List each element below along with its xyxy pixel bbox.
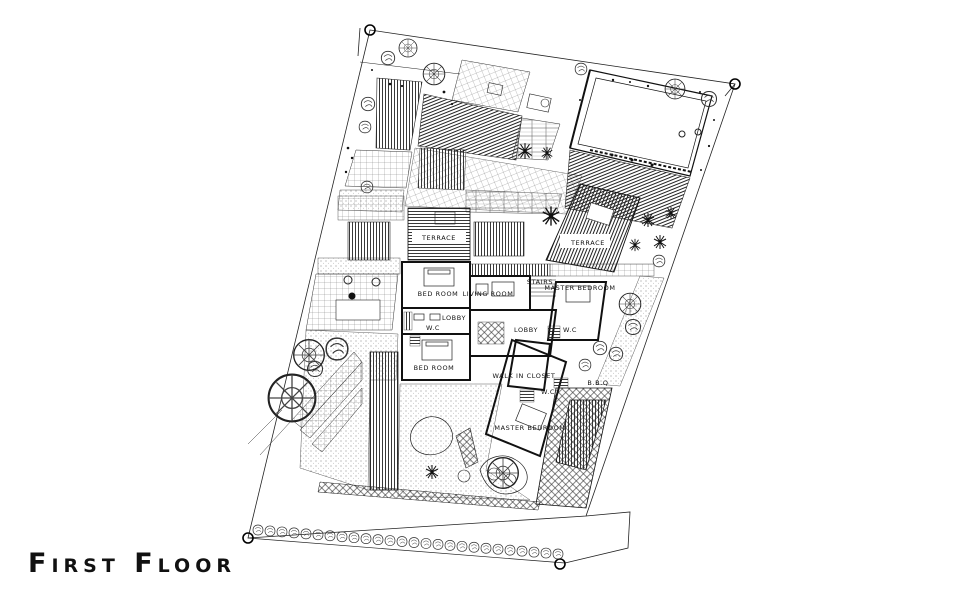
bedroom-lower-label: BED ROOM [414,364,455,372]
south-east-deck [535,387,613,509]
living-room-label: LIVING ROOM [463,290,514,298]
hedge-shrub-icon [528,546,540,558]
wc-closet-label: W.C [541,388,555,396]
site-boundary [247,27,736,564]
survey-marker-icon [554,558,566,570]
hedge-shrub-icon [252,524,264,536]
shrub-icon [360,96,376,112]
shrub-icon [358,120,372,134]
hedge-shrub-icon [444,540,456,551]
stair-landing-paving [469,263,551,277]
hedge-shrub-icon [468,541,480,553]
tree-icon [267,373,317,423]
tree-icon [487,457,519,489]
building-walls [401,261,608,458]
interior-fill [403,311,569,403]
page-title: First Floor [28,548,236,579]
hedge-shrub-icon [432,539,444,550]
terrace-right-label: TERRACE [570,239,605,247]
shrub-icon [578,358,592,372]
swimming-pool [569,69,713,177]
hedge-shrub-icon [360,533,372,544]
tree-icon [293,339,325,371]
lobby-left-label: LOBBY [442,314,466,322]
hedge-shrub-icon [408,537,420,548]
lobby-center-label: LOBBY [514,326,538,334]
wc-master-label: W.C [563,326,577,334]
hedge-shrub-icon [396,536,408,547]
walk-in-closet-label: WALK IN CLOSET [493,372,556,380]
hedge-shrub-icon [264,525,276,537]
hedge-shrub-icon [480,542,492,554]
east-garden-strip [578,275,665,387]
hedge-shrub-icon [336,531,348,543]
tree-icon [422,62,446,86]
bedroom-upper-label: BED ROOM [418,290,459,298]
pool-edge-planting [611,78,715,171]
wc-left-label: W.C [426,324,440,332]
palm-icon [653,234,667,250]
interior-furniture [413,267,591,431]
terrace-left-label: TERRACE [421,234,456,242]
palm-icon [629,238,641,252]
tree-icon [398,38,418,58]
shrub-icon [652,254,666,268]
room-labels: BED ROOM LIVING ROOM LOBBY W.C BED ROOM … [414,278,615,432]
hedge-shrub-icon [492,543,504,555]
hedge-shrub-icon [348,532,360,544]
terrace-right: TERRACE [545,183,641,273]
lower-west-garden [247,329,399,491]
bbq-label: B.B.Q [587,379,608,387]
hedge-shrub-icon [324,530,336,542]
stairs-label: STAIRS [527,278,553,286]
hedge-shrub-icon [516,545,528,557]
terrace-left: TERRACE [317,195,525,275]
stairs [530,275,556,297]
hedge-shrub-icon [372,534,384,545]
hedge-shrub-icon [384,535,396,546]
shrub-icon [380,50,396,66]
hedge-shrub-icon [504,544,516,556]
upper-deck-paving [549,263,655,277]
shrub-icon [592,340,608,356]
hedge-shrub-icon [540,547,552,559]
hedge-shrub-icon [420,538,432,549]
upper-garden-dots [344,69,654,174]
tree-icon [664,78,686,100]
master-bedroom-upper-label: MASTER BEDROOM [544,284,615,292]
hedge-shrub-icon [552,548,564,560]
master-bedroom-lower-label: MASTER BEDROOM [494,424,565,432]
west-patio [305,273,399,331]
hedge-shrub-icon [312,529,324,541]
tree-icon [618,292,642,316]
hedge-shrub-icon [288,527,300,539]
hedge-shrub-icon [456,540,468,552]
shrub-icon [574,62,588,76]
